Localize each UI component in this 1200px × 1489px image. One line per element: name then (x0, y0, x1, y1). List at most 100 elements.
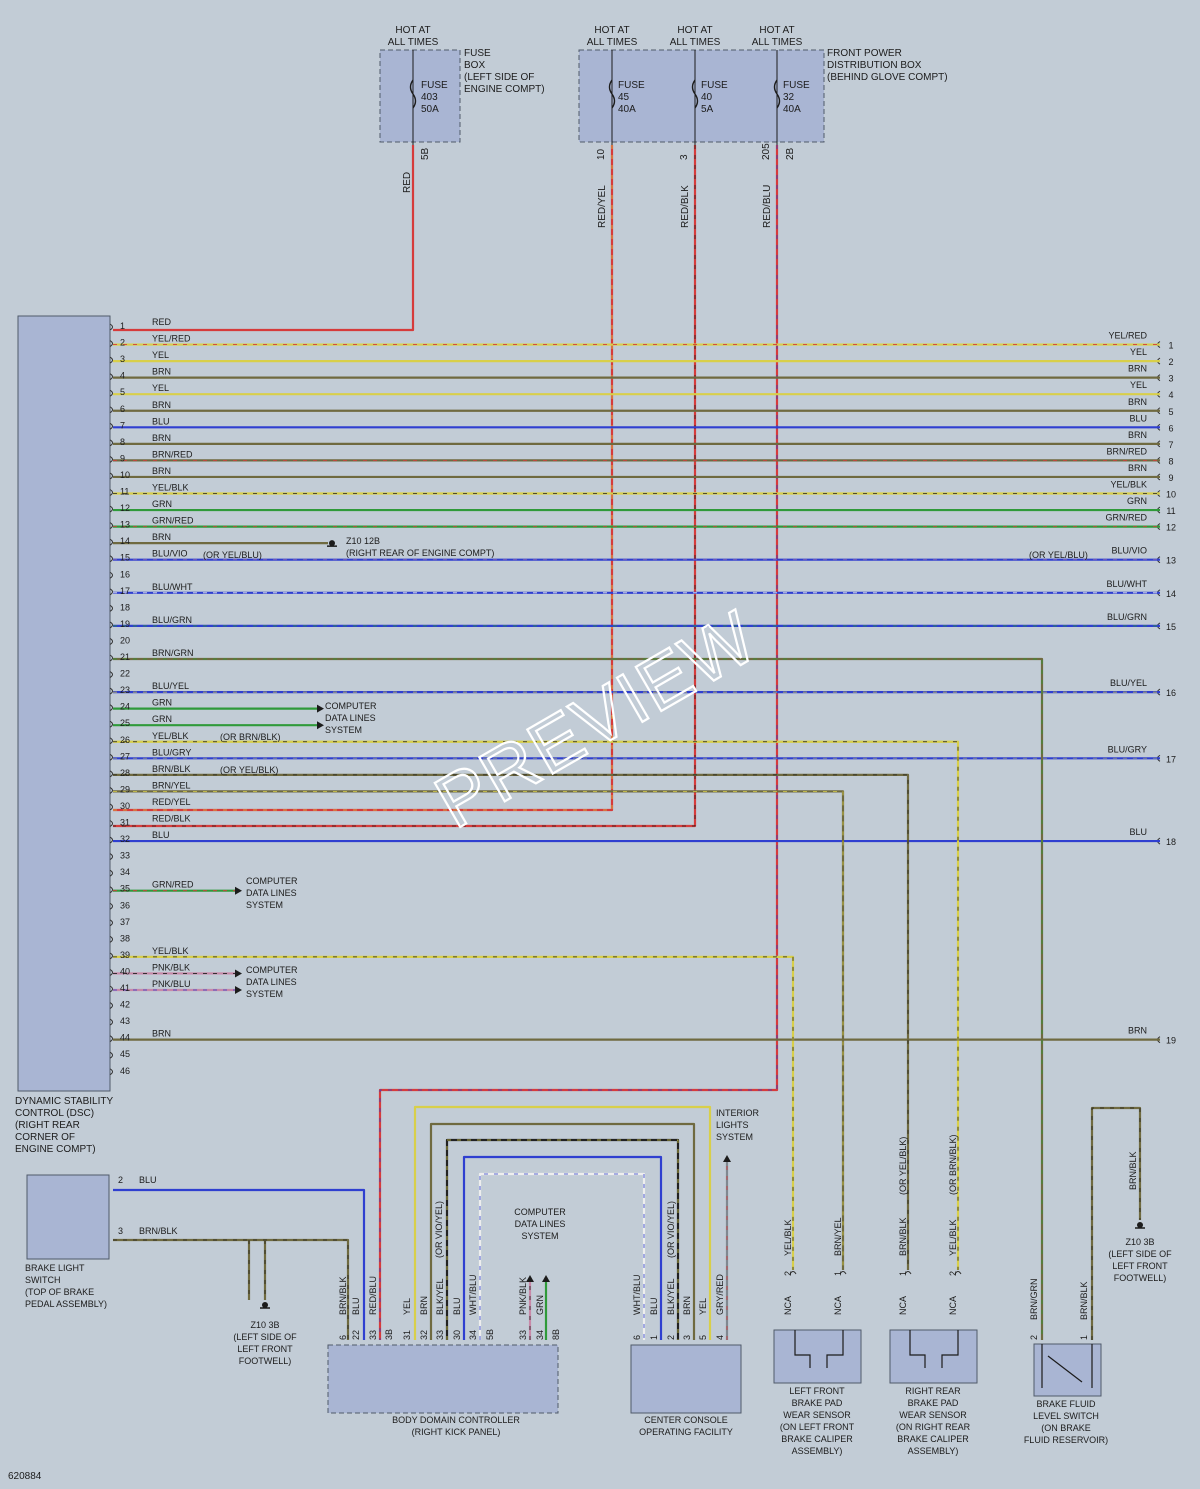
right-connector-number: 13 (1166, 556, 1176, 566)
pin-label: 1 (1079, 1335, 1089, 1340)
dsc-pin-number: 38 (120, 933, 130, 943)
wire-color-label: BLU (452, 1297, 462, 1315)
dsc-pin-number: 45 (120, 1049, 130, 1059)
pin-label: 2 (948, 1271, 958, 1276)
connector-pin (109, 654, 113, 662)
right-connector-number: 4 (1168, 390, 1173, 400)
ground-icon-z10-3b-right (1137, 1222, 1143, 1228)
dsc-pin-number: 21 (120, 652, 130, 662)
dsc-pin-wire-label: BLU/YEL (152, 681, 189, 691)
dsc-pin-wire-label: YEL/BLK (152, 946, 189, 956)
connector-pin (109, 687, 113, 695)
dsc-pin-number: 28 (120, 768, 130, 778)
sensor-icon (794, 1330, 844, 1368)
right-wire-label: BLU/GRN (1107, 612, 1147, 622)
connector-pin (109, 1035, 113, 1043)
dsc-pin-wire-label: YEL/BLK (152, 483, 189, 493)
wire-color-label: BRN (682, 1296, 692, 1315)
right-wire-label: YEL (1130, 380, 1147, 390)
connector-pin (109, 505, 113, 513)
right-connector-number: 9 (1168, 473, 1173, 483)
dsc-pin-wire-label: BRN (152, 532, 171, 542)
wire-fluid-ground-stripe (1091, 1107, 1141, 1340)
dsc-pin-number: 34 (120, 867, 130, 877)
body-domain-controller (327, 1344, 559, 1414)
right-connector-number: 17 (1166, 754, 1176, 764)
connector-pin (109, 969, 113, 976)
connector-pin (109, 522, 113, 530)
wire-color-label: BLK/YEL (666, 1278, 676, 1315)
dsc-pin-wire-label: GRN (152, 714, 172, 724)
pin-label: 1 (833, 1271, 843, 1276)
dsc-pin-wire-label: BLU (152, 830, 170, 840)
pin-label: 33 (368, 1330, 378, 1340)
dsc-pin-number: 29 (120, 784, 130, 794)
wire-color-label: RED/BLU (368, 1276, 378, 1315)
right-wire-label: BLU (1129, 413, 1147, 423)
right-wire-label: GRN/RED (1105, 513, 1147, 523)
brake-fluid-level-switch (1033, 1343, 1102, 1397)
right-wire-label: BLU/WHT (1107, 579, 1148, 589)
wire-color-label: RED/YEL (597, 185, 608, 228)
dsc-pin-number: 24 (120, 702, 130, 712)
pin-label: 31 (402, 1330, 412, 1340)
wire-note: (OR BRN/BLK) (948, 1134, 958, 1195)
dsc-pin-number: 15 (120, 553, 130, 563)
connector-pin (109, 406, 113, 414)
pin-label: 205 (761, 143, 772, 160)
dsc-pin-number: 1 (120, 321, 125, 331)
left-front-brake-pad-sensor (773, 1329, 862, 1384)
center-console-operating-facility (630, 1344, 742, 1414)
pin-label: 2 (783, 1271, 793, 1276)
dsc-pin-wire-label: BRN (152, 400, 171, 410)
wire-color-label: BRN/BLK (1128, 1151, 1138, 1190)
connector-pin (109, 902, 113, 910)
dsc-pin-number: 6 (120, 404, 125, 414)
wire-color-label: BRN/BLK (139, 1226, 178, 1236)
wire-blu-bls (113, 1188, 366, 1340)
pin-label: 1 (649, 1335, 659, 1340)
right-wire-label: YEL/BLK (1110, 480, 1147, 490)
dsc-pin-number: 12 (120, 503, 130, 513)
right-wire-label: YEL (1130, 347, 1147, 357)
right-wire-label: BRN (1128, 1026, 1147, 1036)
connector-pin (109, 1002, 113, 1009)
wire-note: (OR YEL/BLK) (220, 765, 278, 775)
right-connector-number: 11 (1166, 506, 1175, 516)
wire-color-label: RED/BLU (762, 185, 773, 228)
dsc-pin-wire-label: PNK/BLK (152, 962, 190, 972)
wire-color-label: PNK/BLK (518, 1277, 528, 1315)
dsc-pin-wire-label: BRN (152, 367, 171, 377)
wire-yel-blk-rr-stripe (113, 741, 959, 1270)
pin-label: 6 (338, 1335, 348, 1340)
dsc-pin-wire-label: RED/YEL (152, 797, 191, 807)
connector-pin (109, 919, 113, 927)
wire-fluid-ground (1090, 1106, 1142, 1340)
connector-pin (109, 985, 113, 993)
connector-pin (109, 820, 113, 827)
dsc-pin-number: 42 (120, 1000, 130, 1010)
wire-color-label: BLK/YEL (435, 1278, 445, 1315)
diagram-id: 620884 (8, 1471, 42, 1482)
wire-note: (OR VIO/YEL) (434, 1201, 444, 1258)
arrow-icon (317, 704, 324, 713)
right-wire-label: BRN/RED (1106, 446, 1147, 456)
right-connector-number: 16 (1166, 688, 1176, 698)
pin-label: 32 (419, 1330, 429, 1340)
dsc-pin-wire-label: BLU/GRN (152, 615, 192, 625)
wire-color-label: GRN (535, 1295, 545, 1315)
connector-pin (839, 1271, 847, 1275)
dsc-pin-number: 26 (120, 735, 130, 745)
